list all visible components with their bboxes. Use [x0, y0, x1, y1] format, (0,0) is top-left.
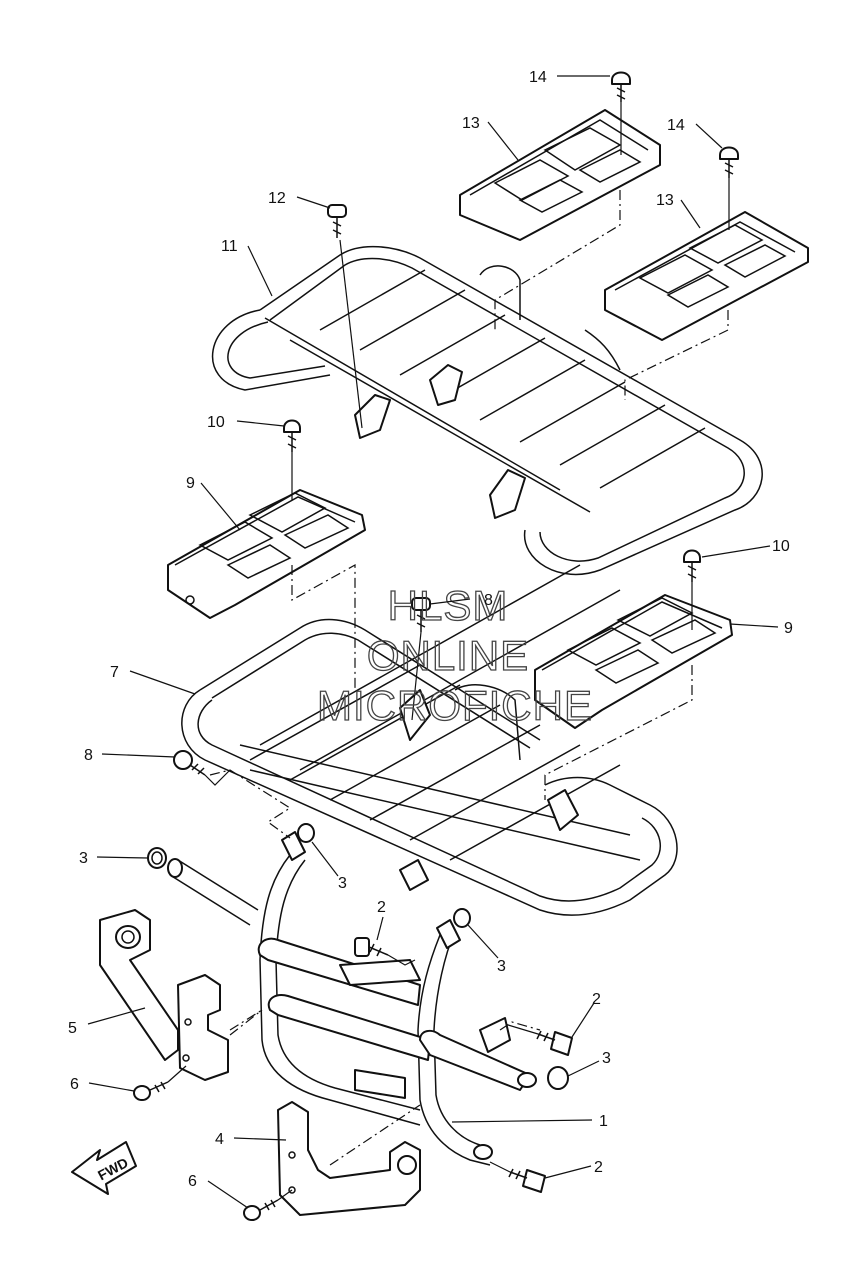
lower-rack-7 — [181, 564, 678, 916]
callout-3-a: 3 — [79, 850, 88, 867]
callout-3-b: 3 — [338, 875, 347, 892]
screw-14-lower — [719, 146, 739, 230]
callout-14-upper: 14 — [529, 69, 547, 86]
watermark-line-3: MICROFICHE — [317, 682, 593, 729]
alignment-line-bracket-left — [209, 769, 292, 839]
callout-4: 4 — [215, 1131, 224, 1148]
rear-bracket-frame-1 — [167, 831, 537, 1166]
watermark-line-2: ONLINE — [367, 632, 529, 679]
cap-3-c — [453, 908, 471, 928]
callout-10-right: 10 — [772, 538, 790, 555]
carrier-panel-13-upper — [459, 109, 661, 241]
callout-3-c: 3 — [497, 958, 506, 975]
alignment-line-9-left — [291, 563, 356, 690]
carrier-panel-13-lower — [604, 211, 809, 341]
alignment-line-13-upper — [494, 190, 621, 330]
callout-labels: 14 13 14 13 12 11 10 9 10 8 9 7 8 3 3 2 … — [68, 69, 793, 1190]
screw-6-upper — [133, 1065, 187, 1101]
callout-3-d: 3 — [602, 1050, 611, 1067]
bolt-8-center — [411, 597, 431, 721]
watermark: HLSM ONLINE MICROFICHE — [316, 581, 593, 729]
callout-9-right: 9 — [784, 620, 793, 637]
callout-5: 5 — [68, 1020, 77, 1037]
forward-direction-arrow-icon: FWD — [71, 1141, 137, 1195]
screw-10-right — [683, 549, 701, 630]
cap-3-b — [297, 823, 315, 843]
callout-8-left: 8 — [84, 747, 93, 764]
cap-3-a — [147, 847, 167, 869]
bolt-2-c — [489, 1161, 546, 1193]
alignment-line-13-lower — [624, 310, 729, 400]
alignment-line-bracket-right — [499, 1021, 541, 1031]
callout-10-left: 10 — [207, 414, 225, 431]
carrier-panel-9-left — [167, 489, 366, 619]
alignment-line-bracket-center — [229, 1009, 263, 1031]
callout-12: 12 — [268, 190, 286, 207]
alignment-line-bracket-4 — [329, 1104, 421, 1166]
callout-14-lower: 14 — [667, 117, 685, 134]
bolt-8-left — [173, 750, 231, 786]
screw-14-upper — [611, 71, 631, 155]
bolt-12 — [327, 204, 363, 429]
screw-6-lower — [243, 1189, 293, 1221]
callout-7: 7 — [110, 664, 119, 681]
cap-3-d — [547, 1066, 569, 1090]
bolt-2-b — [507, 1024, 573, 1056]
callout-6-lower: 6 — [188, 1173, 197, 1190]
callout-6-upper: 6 — [70, 1076, 79, 1093]
callout-9-left: 9 — [186, 475, 195, 492]
callout-8-center: 8 — [484, 592, 493, 609]
callout-2-c: 2 — [594, 1159, 603, 1176]
bracket-5 — [99, 909, 229, 1081]
bracket-4 — [277, 1101, 421, 1216]
bolt-2-a — [354, 937, 416, 966]
callout-leaders — [87, 75, 779, 1209]
callout-2-a: 2 — [377, 899, 386, 916]
screw-10-left — [283, 419, 301, 500]
callout-13-lower: 13 — [656, 192, 674, 209]
callout-1: 1 — [599, 1113, 608, 1130]
watermark-line-1: HLSM — [388, 582, 509, 629]
carrier-panel-9-right — [534, 594, 733, 729]
alignment-line-bracket-5 — [229, 1009, 263, 1036]
callout-11: 11 — [221, 238, 238, 255]
upper-rack-11 — [211, 245, 763, 576]
callout-13-upper: 13 — [462, 115, 480, 132]
callout-2-b: 2 — [592, 991, 601, 1008]
